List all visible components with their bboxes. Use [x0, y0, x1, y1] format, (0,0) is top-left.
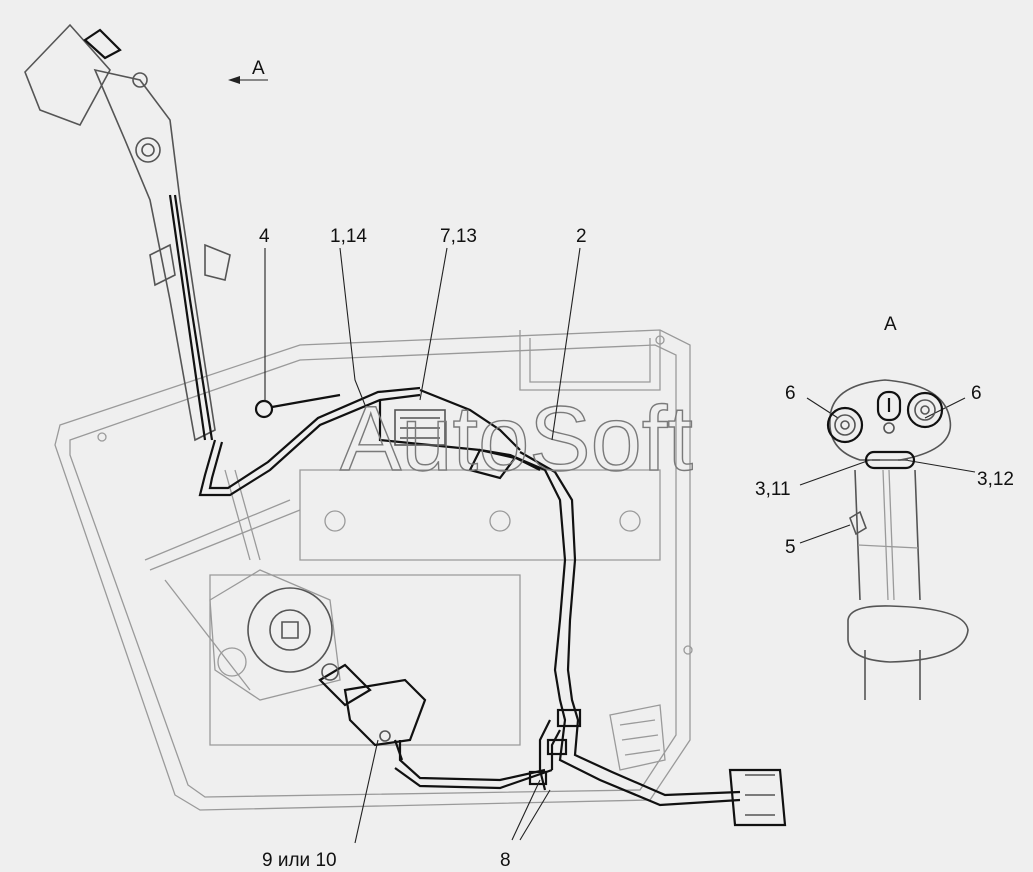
- callout-4: 4: [259, 226, 270, 247]
- callout-6-left: 6: [785, 383, 796, 404]
- view-a-handle: [826, 379, 969, 700]
- callout-2: 2: [576, 226, 587, 247]
- callout-9-10: 9 или 10: [262, 850, 337, 871]
- callout-5: 5: [785, 537, 796, 558]
- callout-7-13: 7,13: [440, 226, 477, 247]
- watermark-text: AutoSoft: [340, 388, 693, 490]
- limit-switch: [318, 663, 427, 761]
- callout-1-14: 1,14: [330, 226, 367, 247]
- callout-3-12: 3,12: [977, 469, 1014, 490]
- view-arrow-label: A: [252, 58, 265, 79]
- view-arrow: A: [228, 58, 268, 84]
- callout-3-11: 3,11: [755, 479, 791, 500]
- leader-lines: [264, 247, 976, 844]
- wire-harness: [198, 386, 787, 827]
- callout-8: 8: [500, 850, 511, 871]
- callout-6-right: 6: [971, 383, 982, 404]
- joystick-lever: [24, 23, 261, 561]
- connector-cluster: [609, 704, 666, 771]
- callout-labels: 4 1,14 7,13 2 A 6 6 3,11 3,12 5 9 или 10…: [259, 226, 1014, 871]
- pedal-mechanism: [144, 499, 341, 701]
- view-a-title: A: [884, 314, 897, 335]
